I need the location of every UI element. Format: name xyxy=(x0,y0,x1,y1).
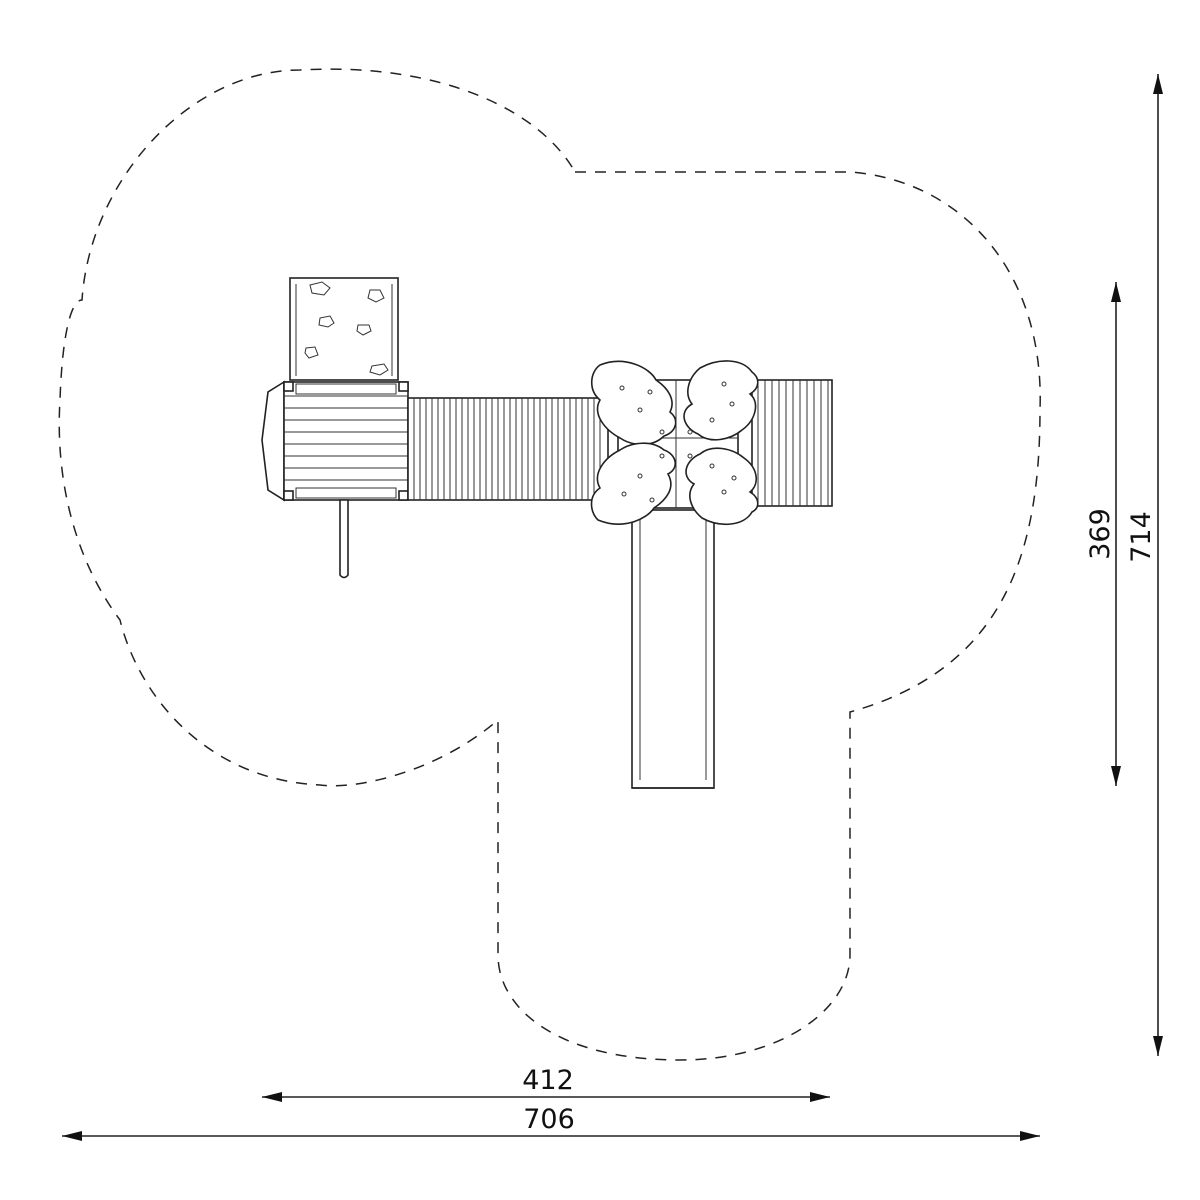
leaf-roof-top-left xyxy=(590,360,677,446)
leaf-roof-bottom-right xyxy=(685,447,759,525)
leaf-roof-bottom-left xyxy=(590,442,676,525)
dimension-width-outer: 706 xyxy=(62,1104,1040,1141)
dimension-label-412: 412 xyxy=(522,1065,574,1096)
climbing-wall xyxy=(289,277,399,381)
access-bar xyxy=(339,499,349,579)
roof-bolt-icon xyxy=(619,381,737,503)
tube-tunnel xyxy=(407,397,609,501)
left-platform xyxy=(261,380,409,502)
climbing-hold-icon xyxy=(304,281,389,376)
dimension-label-706: 706 xyxy=(523,1104,575,1135)
safety-zone-outline xyxy=(58,68,1041,1061)
dimension-label-714: 714 xyxy=(1126,511,1157,563)
right-platform xyxy=(751,379,833,507)
slide xyxy=(631,509,715,789)
dimension-height-outer: 714 xyxy=(1126,74,1163,1056)
dimension-height-inner: 369 xyxy=(1085,282,1121,786)
dimension-label-369: 369 xyxy=(1085,508,1116,560)
leaf-roof xyxy=(590,360,759,525)
leaf-roof-top-right xyxy=(683,360,759,441)
dimension-width-inner: 412 xyxy=(262,1065,830,1102)
